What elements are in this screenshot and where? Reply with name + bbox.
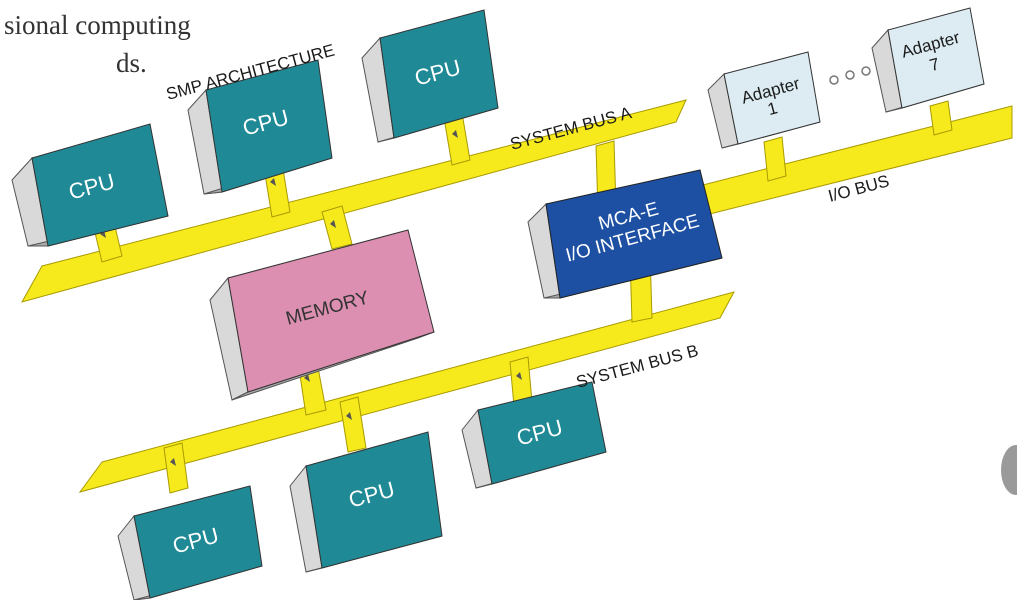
page-text-line-2: ds. xyxy=(116,48,147,78)
adapter-1-box: Adapter 1 xyxy=(707,51,821,149)
io-bus xyxy=(659,105,1013,227)
adapter-7-box: Adapter 7 xyxy=(871,7,985,113)
adapter-ellipsis xyxy=(829,66,871,85)
cpu-box-a2: CPU xyxy=(187,59,333,195)
cpu-box-b1: CPU xyxy=(117,485,263,600)
page-edge-shape xyxy=(1001,445,1017,495)
system-bus-b xyxy=(78,291,735,493)
io-interface-box: MCA-E I/O INTERFACE xyxy=(527,169,723,299)
cpu-box-a3: CPU xyxy=(361,9,499,143)
page-text-line-1: sional computing xyxy=(4,10,191,40)
system-bus-a xyxy=(20,99,687,303)
cpu-box-a1: CPU xyxy=(11,123,169,247)
cpu-box-b3: CPU xyxy=(461,381,607,489)
cpu-box-b2: CPU xyxy=(289,431,443,573)
memory-box: MEMORY xyxy=(209,229,435,401)
page-text-fragment: sional computing ds. xyxy=(4,6,191,82)
